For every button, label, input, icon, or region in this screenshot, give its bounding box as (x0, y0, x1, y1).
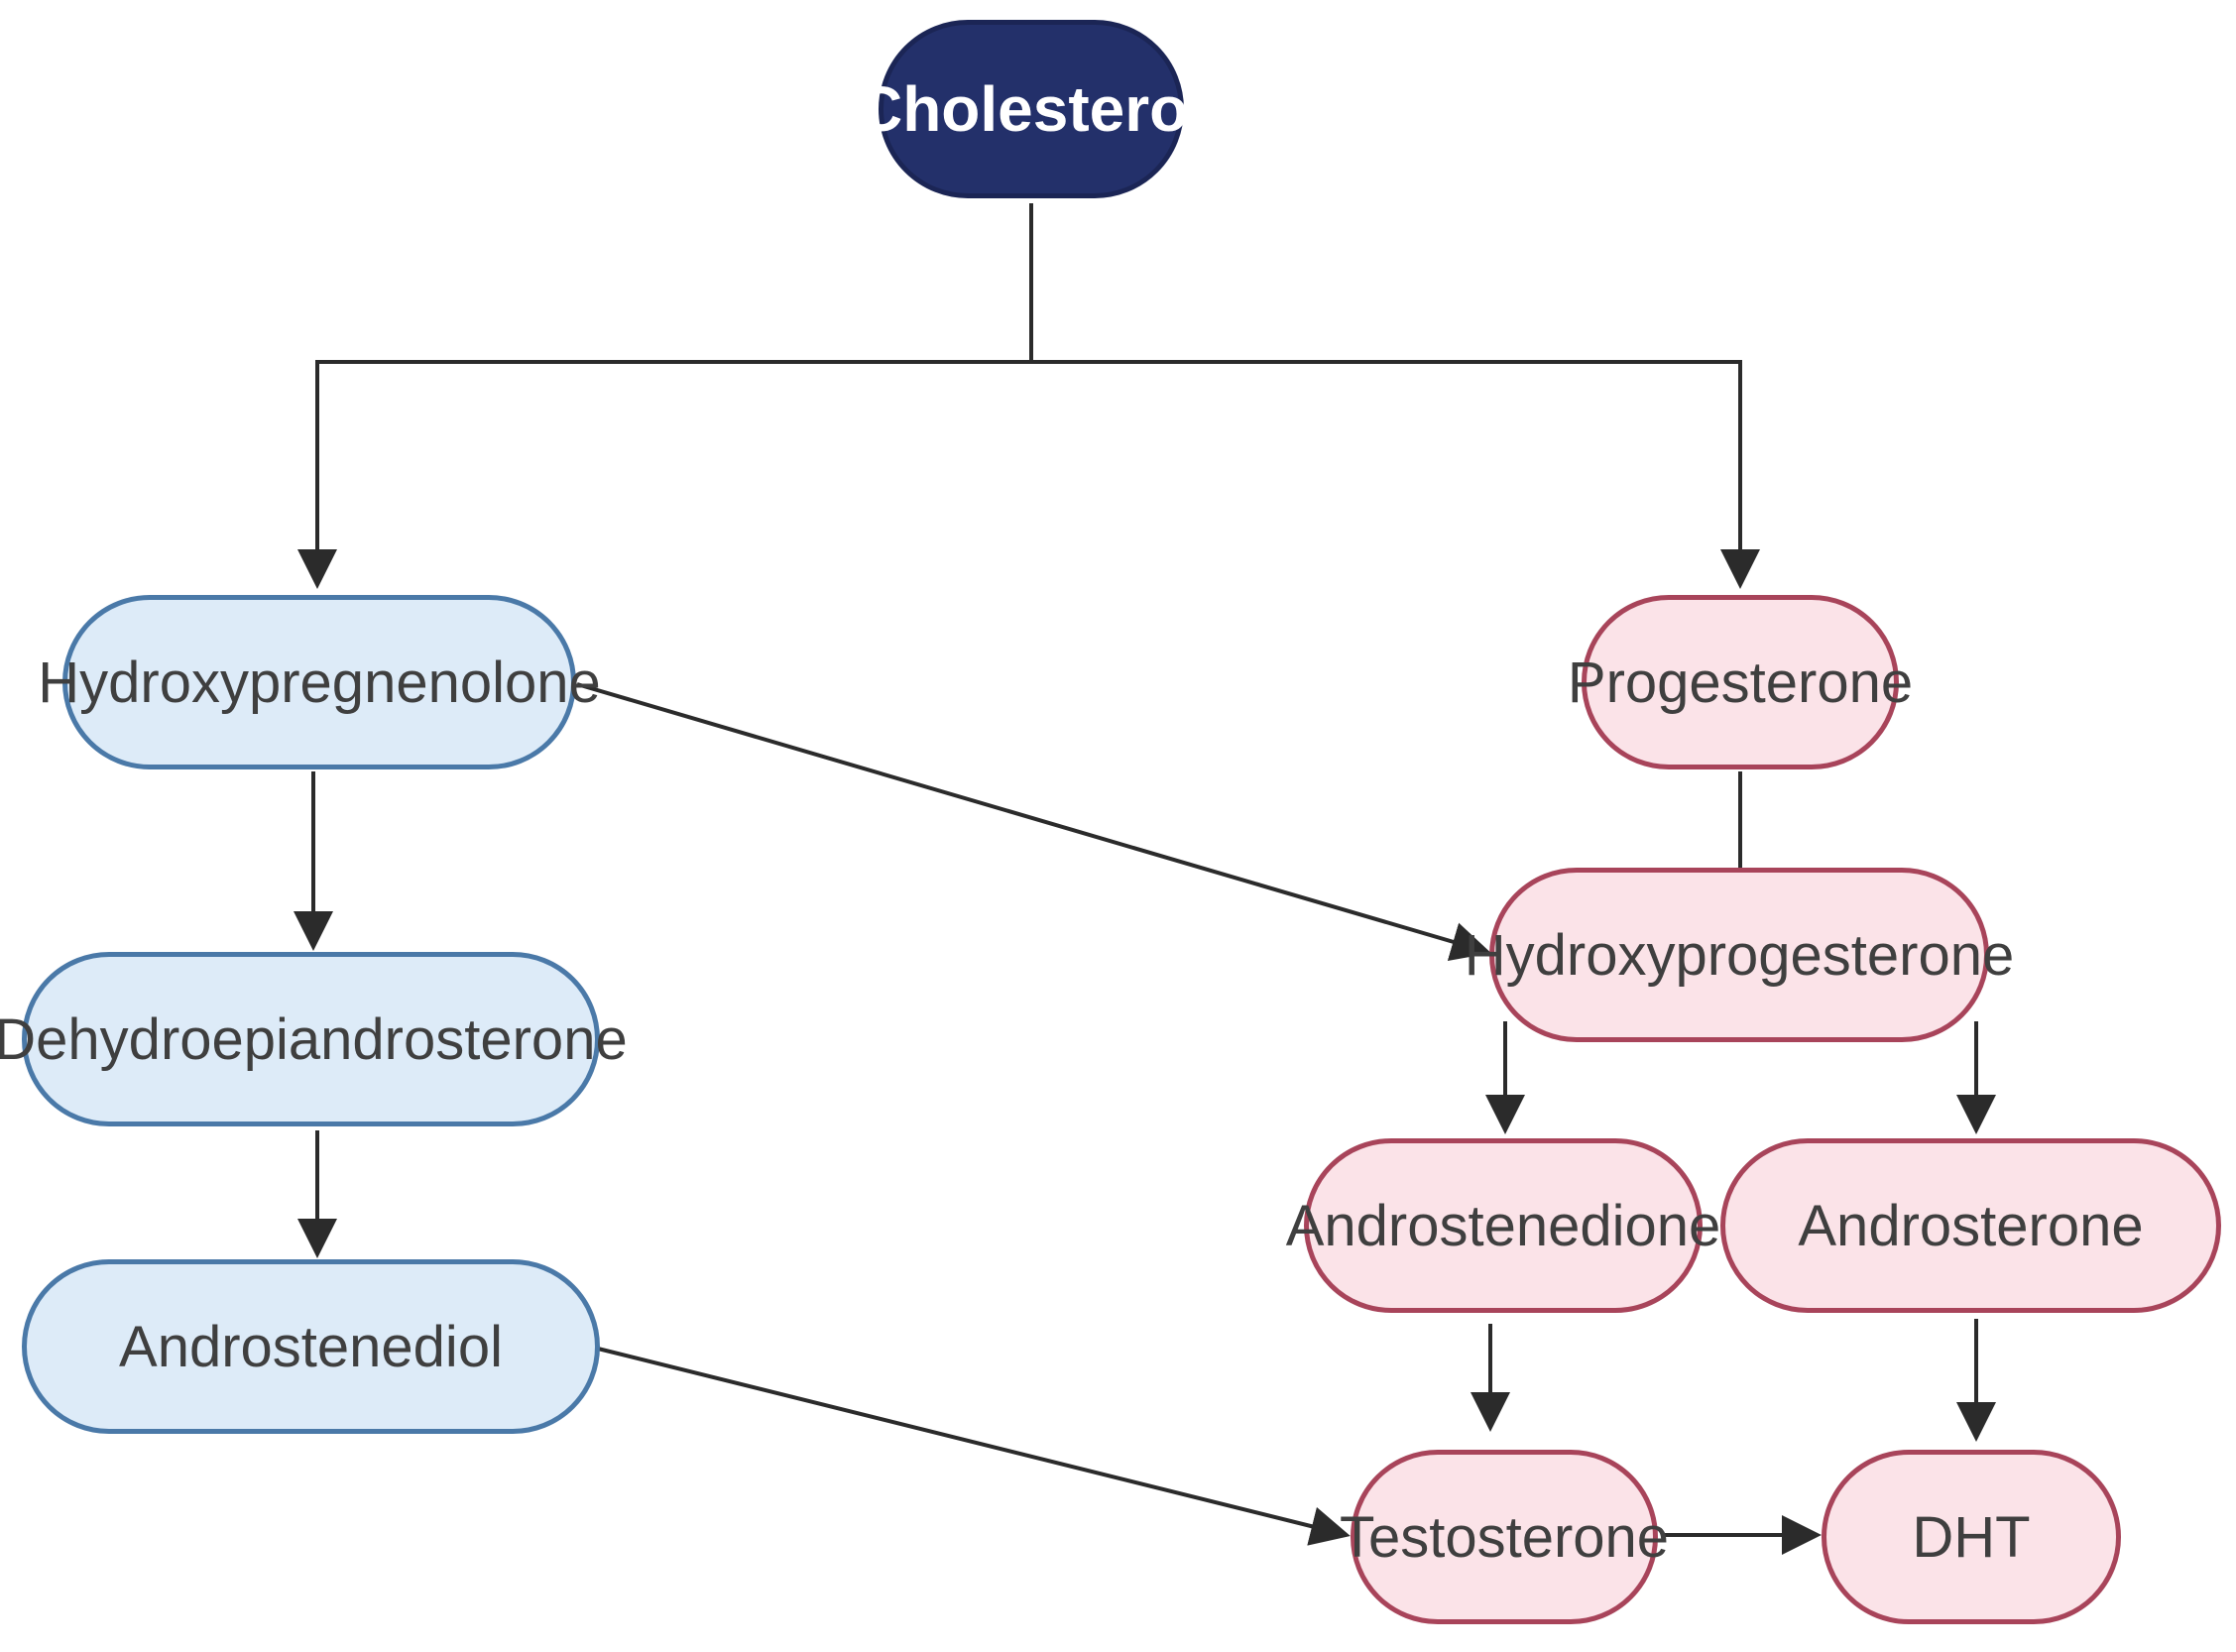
node-dht-label: DHT (1912, 1504, 2031, 1570)
node-dehydroepiandrosterone-label: Dehydroepiandrosterone (0, 1006, 628, 1072)
node-testosterone-label: Testosterone (1339, 1504, 1670, 1570)
edge-androstenediol-to-testosterone (597, 1347, 1351, 1546)
node-androstenediol: Androstenediol (22, 1259, 600, 1434)
node-dehydroepiandrosterone: Dehydroepiandrosterone (0, 952, 628, 1126)
node-androstenedione-label: Androstenedione (1285, 1193, 1721, 1258)
node-testosterone: Testosterone (1340, 1450, 1669, 1624)
node-cholesterol: Cholesterol (857, 20, 1206, 198)
edge-cholesterol-to-progesterone (1031, 360, 1760, 589)
edge-cholesterol-to-hydroxypregnenolone (297, 203, 1033, 589)
node-progesterone-label: Progesterone (1567, 649, 1914, 715)
node-dht: DHT (1822, 1450, 2121, 1624)
edge-hydroxypregnenolone-to-hydroxyprogesterone (576, 682, 1491, 962)
node-progesterone: Progesterone (1568, 595, 1913, 769)
node-androsterone-label: Androsterone (1798, 1193, 2144, 1258)
node-hydroxypregnenolone: Hydroxypregnenolone (38, 595, 601, 769)
node-androstenedione: Androstenedione (1286, 1138, 1720, 1313)
node-hydroxyprogesterone: Hydroxyprogesterone (1465, 868, 2014, 1042)
node-hydroxyprogesterone-label: Hydroxyprogesterone (1464, 922, 2015, 988)
node-androstenediol-label: Androstenediol (119, 1314, 503, 1379)
node-hydroxypregnenolone-label: Hydroxypregnenolone (38, 649, 601, 715)
node-androsterone: Androsterone (1720, 1138, 2221, 1313)
node-cholesterol-label: Cholesterol (856, 73, 1207, 145)
